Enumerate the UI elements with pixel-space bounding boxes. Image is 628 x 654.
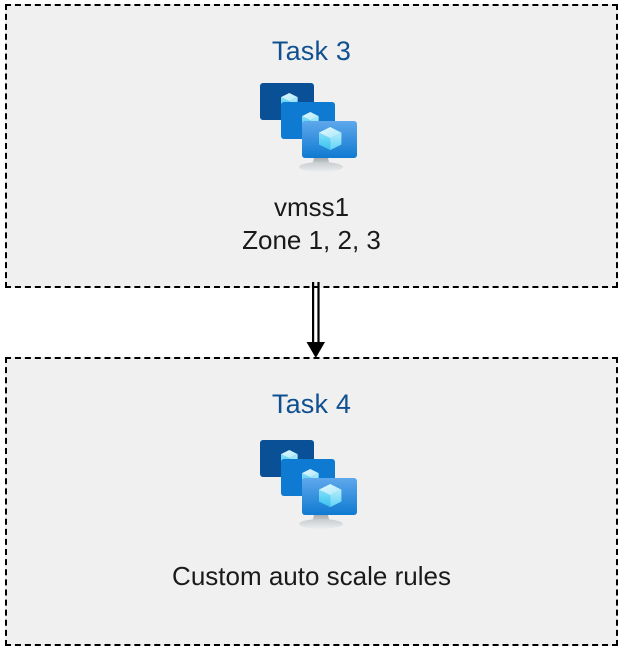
azure-virtual-machine-scale-set-icon: [253, 77, 371, 177]
task-caption-line-2: Zone 1, 2, 3: [242, 225, 381, 255]
task-node-task-3[interactable]: Task 3: [5, 4, 618, 288]
connector-arrow-task3-to-task4: [298, 282, 334, 358]
task-node-task-4[interactable]: Task 4: [5, 357, 618, 646]
azure-virtual-machine-scale-set-icon: [253, 434, 371, 534]
task-caption-line-1: vmss1: [273, 192, 350, 222]
task-title: Task 3: [271, 36, 352, 66]
task-title: Task 4: [271, 389, 352, 419]
task-caption-line-1: Custom auto scale rules: [172, 561, 451, 591]
